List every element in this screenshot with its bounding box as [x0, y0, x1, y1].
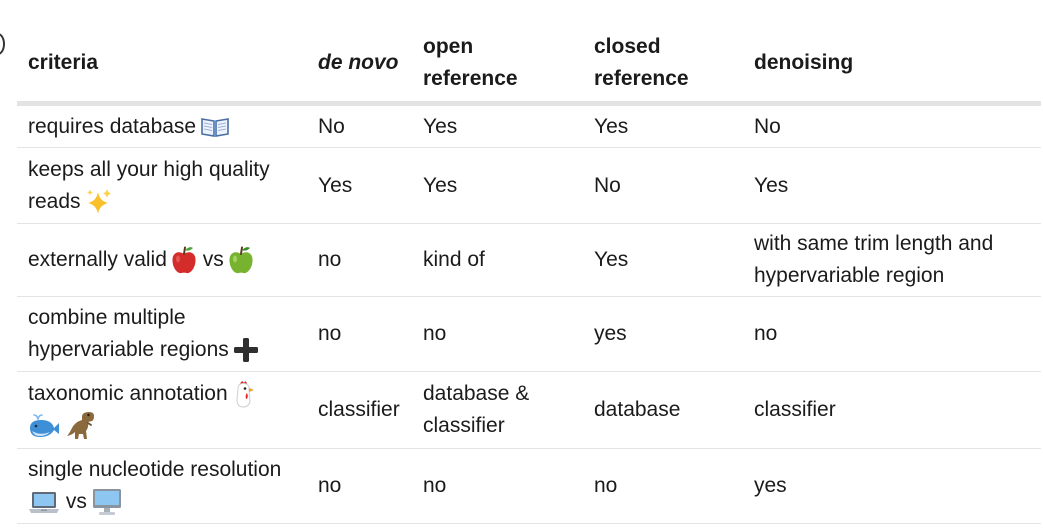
- chicken-icon: [232, 379, 256, 409]
- de-novo-cell: classifier: [307, 371, 412, 449]
- denoising-cell: classifier: [743, 371, 1041, 449]
- dinosaur-icon: [66, 411, 96, 441]
- de-novo-cell: no: [307, 448, 412, 524]
- de-novo-cell: no: [307, 223, 412, 297]
- closed-reference-cell: database: [583, 371, 743, 449]
- open-reference-cell: Yes: [412, 147, 583, 224]
- open-reference-cell: Yes: [412, 103, 583, 148]
- denoising-cell: No: [743, 103, 1041, 148]
- criteria-tail-text: vs: [202, 248, 224, 271]
- header-de-novo: de novo: [307, 25, 412, 106]
- closed-reference-cell: No: [583, 147, 743, 224]
- denoising-cell: yes: [743, 448, 1041, 524]
- criteria-cell: keeps all your high quality reads: [17, 147, 307, 224]
- open-reference-cell: database & classifier: [412, 371, 583, 449]
- table-row: requires database No Yes Yes No: [17, 103, 1041, 148]
- criteria-text: externally valid: [28, 248, 167, 271]
- criteria-text: keeps all your high quality reads: [28, 157, 270, 213]
- denoising-cell: no: [743, 296, 1041, 372]
- comparison-table: criteria de novo open reference closed r…: [17, 25, 1041, 524]
- closed-reference-cell: Yes: [583, 223, 743, 297]
- open-book-icon: [200, 116, 230, 138]
- closed-reference-cell: yes: [583, 296, 743, 372]
- open-reference-cell: no: [412, 296, 583, 372]
- table-row: externally valid vs no kind of Yes with …: [17, 223, 1041, 297]
- sparkles-icon: [85, 188, 113, 216]
- cut-off-glyph: [0, 33, 5, 55]
- criteria-cell: requires database: [17, 103, 307, 148]
- denoising-cell: Yes: [743, 147, 1041, 224]
- criteria-text: combine multiple hypervariable regions: [28, 306, 229, 361]
- de-novo-cell: No: [307, 103, 412, 148]
- laptop-icon: [28, 490, 60, 514]
- table-row: keeps all your high quality reads Yes Ye…: [17, 147, 1041, 224]
- denoising-cell: with same trim length and hypervariable …: [743, 223, 1041, 297]
- desktop-computer-icon: [91, 488, 123, 516]
- criteria-cell: taxonomic annotation: [17, 371, 307, 449]
- table-row: taxonomic annotation classifier database…: [17, 371, 1041, 449]
- closed-reference-cell: Yes: [583, 103, 743, 148]
- header-closed-reference: closed reference: [583, 25, 743, 106]
- table-row: single nucleotide resolution vs no no no…: [17, 448, 1041, 524]
- plus-icon: [233, 337, 259, 363]
- criteria-text: requires database: [28, 114, 197, 138]
- header-row: criteria de novo open reference closed r…: [17, 25, 1041, 106]
- header-open-reference: open reference: [412, 25, 583, 106]
- red-apple-icon: [171, 245, 197, 275]
- header-criteria: criteria: [17, 25, 307, 106]
- open-reference-cell: kind of: [412, 223, 583, 297]
- header-denoising: denoising: [743, 25, 1041, 106]
- criteria-cell: single nucleotide resolution vs: [17, 448, 307, 524]
- criteria-cell: combine multiple hypervariable regions: [17, 296, 307, 372]
- green-apple-icon: [228, 245, 254, 275]
- closed-reference-cell: no: [583, 448, 743, 524]
- criteria-text: taxonomic annotation: [28, 382, 228, 405]
- criteria-tail-text: vs: [65, 490, 87, 513]
- de-novo-cell: Yes: [307, 147, 412, 224]
- whale-icon: [28, 414, 62, 438]
- criteria-cell: externally valid vs: [17, 223, 307, 297]
- de-novo-cell: no: [307, 296, 412, 372]
- open-reference-cell: no: [412, 448, 583, 524]
- criteria-text: single nucleotide resolution: [28, 458, 282, 481]
- table-row: combine multiple hypervariable regions n…: [17, 296, 1041, 372]
